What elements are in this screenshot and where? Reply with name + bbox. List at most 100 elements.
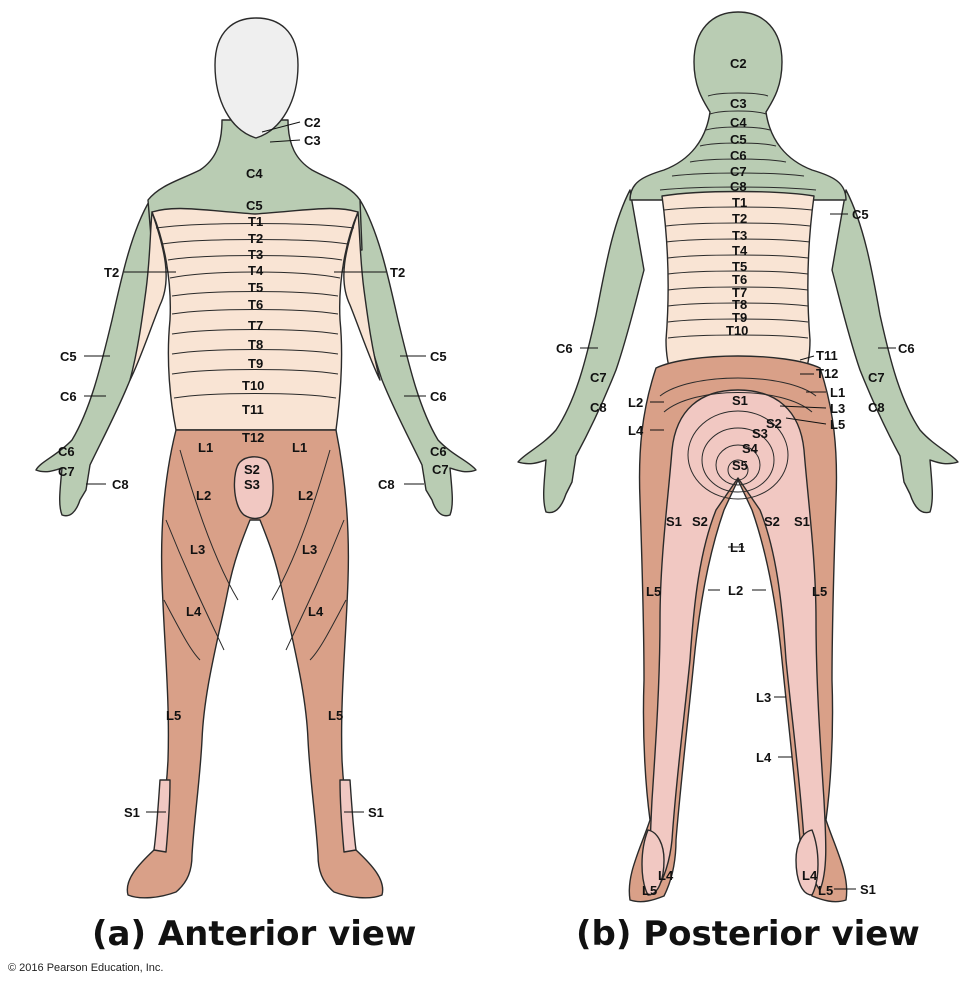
label-post-c7-right: C7 — [868, 370, 885, 385]
posterior-neck-bands — [659, 92, 817, 191]
label-ant-t10: T10 — [242, 378, 264, 393]
anterior-caption: (a) Anterior view — [92, 914, 417, 954]
label-post-l1: L1 — [830, 385, 845, 400]
label-post-t11: T11 — [816, 348, 838, 363]
anterior-leg-lines — [163, 449, 347, 661]
label-ant-c6-hand-right: C6 — [430, 444, 447, 459]
label-post-t9: T9 — [732, 310, 747, 325]
label-ant-c7-left: C7 — [58, 464, 75, 479]
label-ant-c8-left: C8 — [112, 477, 129, 492]
label-post-t5: T5 — [732, 259, 747, 274]
label-post-l3-leg: L3 — [756, 690, 771, 705]
label-post-c8-left: C8 — [590, 400, 607, 415]
label-post-t1: T1 — [732, 195, 747, 210]
label-post-l5: L5 — [830, 417, 845, 432]
label-post-c4: C4 — [730, 115, 747, 130]
label-post-l5-right: L5 — [812, 584, 827, 599]
posterior-right-arm — [831, 189, 959, 514]
label-ant-l4-left: L4 — [186, 604, 202, 619]
label-ant-l2-left: L2 — [196, 488, 211, 503]
anterior-right-arm — [351, 199, 477, 517]
label-post-c8: C8 — [730, 179, 747, 194]
label-ant-t9: T9 — [248, 356, 263, 371]
label-post-l3: L3 — [830, 401, 845, 416]
label-post-s5: S5 — [732, 458, 748, 473]
label-post-l4: L4 — [628, 423, 644, 438]
label-ant-t2: T2 — [248, 231, 263, 246]
anterior-genital-region — [233, 456, 274, 520]
label-post-c7-left: C7 — [590, 370, 607, 385]
label-ant-c6-left: C6 — [60, 389, 77, 404]
label-post-t12: T12 — [816, 366, 838, 381]
label-post-t7: T7 — [732, 285, 747, 300]
label-post-t10: T10 — [726, 323, 748, 338]
label-ant-l2-right: L2 — [298, 488, 313, 503]
label-ant-c5-left: C5 — [60, 349, 77, 364]
label-ant-l5-right: L5 — [328, 708, 343, 723]
anterior-left-arm — [35, 199, 161, 517]
label-post-l5-left: L5 — [646, 584, 661, 599]
label-post-c3: C3 — [730, 96, 747, 111]
label-post-l5-foot-right: L5 — [818, 883, 833, 898]
label-ant-t2-left: T2 — [104, 265, 119, 280]
label-post-l4-leg: L4 — [756, 750, 772, 765]
label-post-s1-foot: S1 — [860, 882, 876, 897]
label-ant-t8: T8 — [248, 337, 263, 352]
anterior-left-arm-strip — [129, 211, 167, 381]
label-ant-t4: T4 — [248, 263, 264, 278]
label-post-s2-right: S2 — [764, 514, 780, 529]
anterior-thoracic-bands — [155, 223, 355, 399]
anterior-right-arm-strip — [343, 211, 381, 381]
label-post-t8: T8 — [732, 297, 747, 312]
label-ant-s3: S3 — [244, 477, 260, 492]
anterior-right-ankle-sacral — [339, 779, 357, 853]
anterior-left-ankle-sacral — [153, 779, 171, 853]
label-ant-l4-right: L4 — [308, 604, 324, 619]
label-post-t4: T4 — [732, 243, 748, 258]
label-post-s2: S2 — [766, 416, 782, 431]
label-post-c5: C5 — [730, 132, 747, 147]
label-post-s1-left: S1 — [666, 514, 682, 529]
posterior-left-arm — [517, 189, 645, 514]
label-ant-t7: T7 — [248, 318, 263, 333]
anterior-labels: C2 C3 C4 C5 T1 T2 T3 T4 T5 T6 T7 T8 T9 T… — [58, 115, 449, 820]
label-ant-s1-left: S1 — [124, 805, 140, 820]
label-post-c5-right: C5 — [852, 207, 869, 222]
label-post-l2-leg: L2 — [728, 583, 743, 598]
label-ant-s1-right: S1 — [368, 805, 384, 820]
label-post-c8-right: C8 — [868, 400, 885, 415]
posterior-left-heel — [641, 829, 665, 896]
label-ant-t12: T12 — [242, 430, 264, 445]
label-ant-c4: C4 — [246, 166, 263, 181]
label-post-s3: S3 — [752, 426, 768, 441]
posterior-caption: (b) Posterior view — [576, 914, 920, 954]
label-post-s4: S4 — [742, 441, 759, 456]
label-post-t2: T2 — [732, 211, 747, 226]
leader-lines — [84, 121, 896, 890]
label-ant-t1: T1 — [248, 214, 263, 229]
label-ant-c6-hand-left: C6 — [58, 444, 75, 459]
label-ant-c5-right: C5 — [430, 349, 447, 364]
copyright-text: © 2016 Pearson Education, Inc. — [8, 962, 164, 974]
anterior-head — [214, 17, 299, 139]
label-post-l2: L2 — [628, 395, 643, 410]
label-post-c7: C7 — [730, 164, 747, 179]
label-post-c6-right: C6 — [898, 341, 915, 356]
label-post-t6: T6 — [732, 272, 747, 287]
label-ant-l3-left: L3 — [190, 542, 205, 557]
label-post-l4-foot-right: L4 — [802, 868, 818, 883]
label-post-c2: C2 — [730, 56, 747, 71]
label-post-l5-foot-left: L5 — [642, 883, 657, 898]
label-ant-t2-right: T2 — [390, 265, 405, 280]
label-ant-c2: C2 — [304, 115, 321, 130]
anterior-torso — [151, 207, 359, 431]
label-ant-t11: T11 — [242, 402, 264, 417]
posterior-thoracic-bands — [663, 206, 813, 339]
label-ant-c6-right: C6 — [430, 389, 447, 404]
label-ant-t5: T5 — [248, 280, 263, 295]
label-post-c6: C6 — [730, 148, 747, 163]
label-ant-l5-left: L5 — [166, 708, 181, 723]
label-ant-t3: T3 — [248, 247, 263, 262]
label-ant-t6: T6 — [248, 297, 263, 312]
label-post-s2-left: S2 — [692, 514, 708, 529]
